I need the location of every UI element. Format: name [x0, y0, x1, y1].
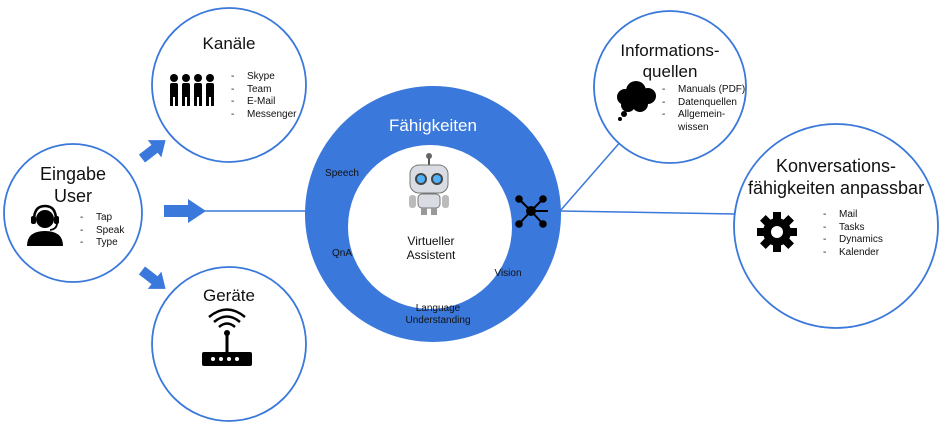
channels-node-title: Kanäle — [202, 34, 256, 53]
list-item: wissen — [678, 121, 709, 133]
input-items-list: -Tap -Speak -Type — [80, 212, 124, 250]
skill-qna-label: QnA — [331, 248, 352, 259]
info-node-circle — [593, 10, 747, 164]
group-of-people-icon — [170, 74, 214, 106]
input-node-title: Eingabe User — [39, 164, 107, 206]
list-item: -Kalender — [823, 246, 880, 258]
gear-icon — [757, 212, 797, 252]
skill-speech-label: Speech — [325, 168, 359, 179]
channels-items-list: -Skype -Team -E-Mail -Messenger — [231, 71, 296, 121]
link-core-conversation — [559, 210, 736, 215]
arrow-to-devices — [138, 266, 166, 289]
list-item: -Team — [231, 83, 272, 95]
conversation-node-circle — [733, 123, 939, 329]
list-item: -Type — [80, 237, 118, 248]
info-items-list: -Manuals (PDF) -Datenquellen -Allgemein-… — [662, 84, 745, 134]
list-item: -Dynamics — [823, 234, 883, 245]
conversation-items-list: -Mail -Tasks -Dynamics -Kalender — [823, 209, 883, 259]
robot-icon — [409, 153, 449, 215]
list-item: -Messenger — [231, 108, 297, 120]
info-node-title: Informations- quellen — [620, 41, 720, 81]
thought-cloud-icon — [617, 81, 656, 121]
wifi-router-icon — [202, 308, 252, 366]
assistant-label: Virtueller Assistent — [406, 234, 456, 262]
arrow-to-core — [164, 199, 206, 223]
skill-language-understanding-label: Language Understanding — [405, 303, 471, 326]
list-item: -Tasks — [823, 221, 865, 233]
headset-user-icon — [27, 204, 63, 246]
list-item: -Mail — [823, 209, 858, 220]
list-item: -E-Mail — [231, 96, 276, 107]
skill-vision-label: Vision — [494, 268, 522, 279]
list-item: -Datenquellen — [662, 96, 737, 108]
input-node-circle — [3, 143, 143, 283]
devices-node-title: Geräte — [203, 286, 255, 305]
conversation-node-title: Konversations- fähigkeiten anpassbar — [747, 156, 925, 198]
list-item: -Tap — [80, 212, 113, 223]
devices-node-circle — [151, 266, 307, 422]
list-item: -Speak — [80, 224, 125, 236]
skills-ring-title: Fähigkeiten — [389, 116, 477, 135]
network-hub-icon — [515, 195, 548, 228]
list-item: -Allgemein- — [662, 109, 726, 120]
assistant-core-circle — [348, 145, 512, 309]
link-core-info — [559, 139, 623, 212]
list-item: -Skype — [231, 71, 275, 82]
list-item: -Manuals (PDF) — [662, 84, 746, 95]
channels-node-circle — [151, 7, 307, 163]
arrow-to-channels — [138, 140, 166, 163]
